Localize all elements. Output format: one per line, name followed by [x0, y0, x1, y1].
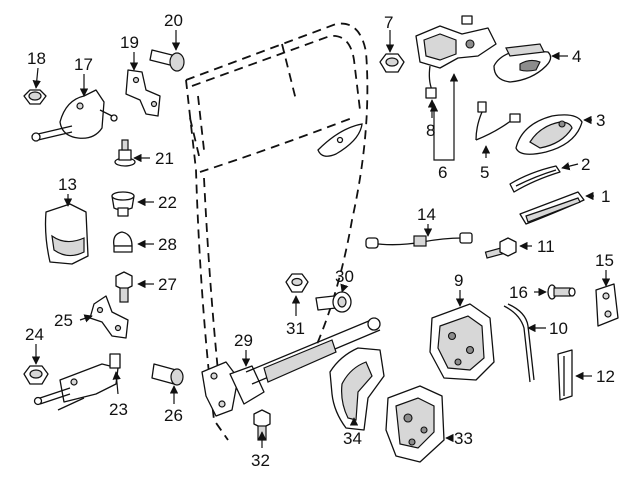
callout-13: 13 [58, 175, 77, 194]
callout-30: 30 [335, 267, 354, 286]
callout-15: 15 [595, 251, 614, 270]
callout-19: 19 [120, 33, 139, 52]
part-2-gasket [509, 165, 561, 193]
callout-28: 28 [158, 235, 177, 254]
part-23-hinge [33, 353, 121, 411]
callout-7: 7 [384, 13, 393, 32]
part-31-nut [285, 273, 309, 293]
callout-25: 25 [54, 311, 73, 330]
callout-12: 12 [596, 367, 615, 386]
part-4-outer-handle [493, 43, 552, 83]
part-3-handle [515, 114, 583, 155]
part-27-bolt [115, 271, 133, 303]
callout-27: 27 [158, 275, 177, 294]
part-11-bolt [484, 237, 517, 259]
callout-21: 21 [155, 149, 174, 168]
part-26-bushing [151, 363, 184, 386]
part-9-lock [429, 303, 495, 381]
part-12-seal [557, 349, 573, 401]
part-25-bracket [89, 295, 129, 339]
callout-22: 22 [158, 193, 177, 212]
part-13-cover [44, 203, 89, 265]
callout-3: 3 [596, 111, 605, 130]
part-7-grommet [379, 53, 405, 73]
callout-5: 5 [480, 163, 489, 182]
callout-24: 24 [25, 325, 44, 344]
callout-17: 17 [74, 55, 93, 74]
part-16-bolt [547, 284, 576, 300]
callout-18: 18 [27, 49, 46, 68]
part-19-bracket [125, 69, 161, 117]
part-8-connector [425, 65, 437, 99]
callout-8: 8 [426, 121, 435, 140]
part-30-stud [315, 291, 352, 313]
callout-1: 1 [601, 187, 610, 206]
callout-10: 10 [549, 319, 568, 338]
part-15-striker [595, 283, 619, 327]
callout-6: 6 [438, 163, 447, 182]
callout-34: 34 [343, 429, 362, 448]
part-24-nut [23, 365, 49, 385]
part-29-door-check [201, 317, 381, 417]
part-18-nut [23, 89, 47, 105]
door-handle-pocket [317, 123, 363, 157]
callout-20: 20 [164, 11, 183, 30]
part-1-trim [519, 191, 585, 225]
callout-32: 32 [251, 451, 270, 470]
callout-9: 9 [454, 271, 463, 290]
callout-4: 4 [572, 47, 581, 66]
callout-16: 16 [509, 283, 528, 302]
callout-31: 31 [286, 319, 305, 338]
part-34-latch-cover [329, 347, 385, 431]
part-5-cable [475, 101, 521, 141]
callout-29: 29 [234, 331, 253, 350]
callout-26: 26 [164, 406, 183, 425]
part-6-actuator [415, 15, 497, 69]
part-22-cap [111, 191, 135, 217]
callout-33: 33 [454, 429, 473, 448]
part-10-rod [503, 303, 535, 383]
part-21-bolt [114, 139, 136, 167]
callout-14: 14 [417, 205, 436, 224]
callout-23: 23 [109, 400, 128, 419]
part-33-latch-actuator [385, 385, 445, 463]
callout-2: 2 [581, 155, 590, 174]
callout-11: 11 [537, 237, 555, 256]
part-28-cap [113, 231, 133, 253]
part-14-harness [365, 232, 473, 249]
part-17-hinge [31, 89, 118, 142]
part-20-bushing [149, 49, 185, 72]
callout-labels: 1 2 3 4 5 6 7 8 9 10 11 12 13 14 15 16 1… [25, 11, 615, 470]
